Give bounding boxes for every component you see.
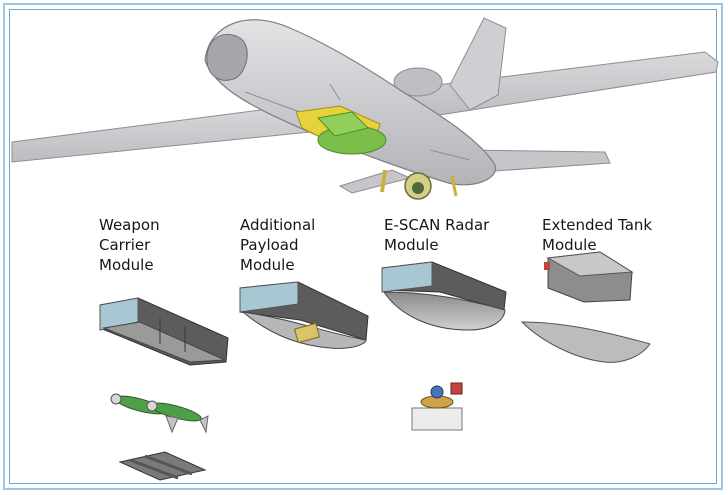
payload-endcap: [239, 281, 299, 313]
radar-antenna-head: [430, 385, 444, 399]
radar-antenna-box: [450, 382, 463, 395]
tank-fairing: [520, 321, 651, 363]
payload-sensor-block: [293, 322, 321, 344]
escan-radar-module-label: E-SCAN Radar Module: [384, 216, 490, 254]
missile-fin: [165, 415, 179, 434]
weapon-carrier-module: [99, 297, 229, 366]
additional-payload-module-label: Additional Payload Module: [240, 216, 316, 274]
fuselage-panel-line: [244, 83, 471, 161]
landing-gear: [380, 169, 387, 193]
landing-gear-rear: [450, 175, 458, 197]
weapon-carrier-module-label: Weapon Carrier Module: [99, 216, 160, 274]
extended-tank-module-label: Extended Tank Module: [542, 216, 653, 254]
missile-seeker: [146, 400, 158, 412]
tail-stabilizer-left: [338, 169, 412, 194]
guided-missiles: [110, 393, 209, 434]
radar-antenna-unit: [411, 382, 463, 431]
additional-payload-module: [239, 281, 369, 349]
extended-tank-module: [520, 251, 651, 363]
munition: [144, 454, 193, 476]
small-munitions-rack: [118, 451, 207, 481]
munitions-rack: [118, 451, 207, 481]
tank-top: [546, 251, 634, 277]
sensor-turret-lens: [412, 182, 424, 194]
radar-fairing: [383, 291, 506, 331]
engine-intake: [393, 67, 443, 97]
nose-radome: [206, 33, 248, 81]
tail-fin: [449, 17, 507, 111]
uav-aircraft: [11, 17, 719, 200]
radar-antenna-base: [411, 407, 463, 431]
bay-green-block: [316, 111, 369, 137]
tank-valve: [544, 262, 550, 270]
munition: [129, 458, 179, 480]
missile-seeker: [110, 393, 122, 405]
radar-endcap: [381, 261, 433, 293]
missile-fin: [199, 415, 209, 434]
weapon-carrier-floor: [102, 321, 226, 363]
escan-radar-module: [381, 261, 507, 331]
fuselage: [204, 19, 497, 186]
